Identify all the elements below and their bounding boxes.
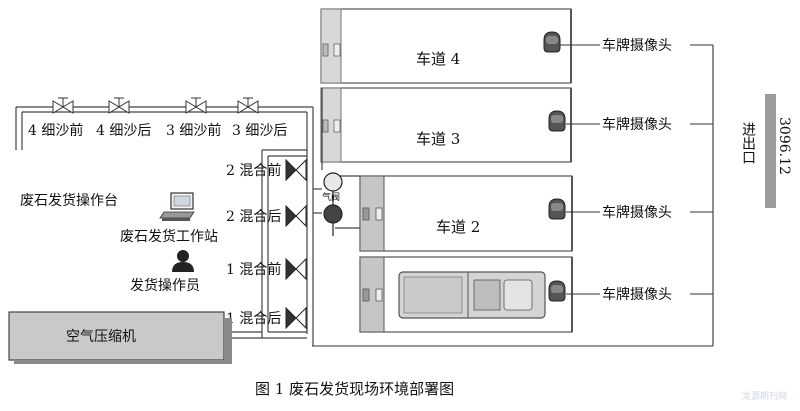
valve-label-3-sand-front: 3 细沙前: [166, 122, 221, 139]
valve-label-3-sand-back: 3 细沙后: [232, 123, 287, 139]
operator-label: 发货操作员: [130, 277, 200, 294]
lane-2: 车道 2: [359, 175, 573, 252]
valve-icon: [285, 306, 307, 330]
valve-icon: [285, 204, 307, 228]
station-title: 废石发货操作台: [20, 192, 118, 209]
camera-label-lane-4: 车牌摄像头: [602, 37, 672, 54]
valve-icon: [185, 97, 207, 114]
lane-4: 车道 4: [320, 8, 572, 84]
valve-label-4-sand-back: 4 细沙后: [96, 123, 151, 139]
lane-3-label: 车道 3: [416, 130, 460, 148]
valve-icon: [285, 257, 307, 281]
exit-code: 3096.12: [776, 117, 792, 175]
camera-wiring: [312, 44, 714, 347]
camera-icon: [548, 198, 566, 220]
camera-icon: [543, 31, 561, 53]
air-valve-label: 气阀: [322, 191, 340, 203]
computer-icon: [159, 192, 195, 221]
lane-2-label: 车道 2: [436, 218, 480, 236]
valve-icon: [52, 97, 74, 114]
valve-label-2-mix-front: 2 混合前: [226, 162, 281, 179]
camera-icon: [548, 280, 566, 302]
truck-icon: [398, 271, 546, 319]
air-compressor: [8, 311, 232, 364]
camera-label-lane-2: 车牌摄像头: [602, 204, 672, 221]
air-valve-icon: [323, 172, 343, 236]
lane-4-label: 车道 4: [416, 50, 460, 68]
valve-label-2-mix-back: 2 混合后: [226, 209, 281, 225]
valve-icon: [108, 97, 130, 114]
watermark: 龙源期刊网: [742, 390, 787, 402]
lane-1: [359, 256, 573, 333]
valve-label-1-mix-back: 1 混合后: [226, 311, 281, 327]
operator-icon: [172, 250, 194, 272]
camera-label-lane-3: 车牌摄像头: [602, 116, 672, 133]
camera-label-lane-1: 车牌摄像头: [602, 286, 672, 303]
exit-gate-bar: [765, 94, 776, 208]
figure-caption: 图 1 废石发货现场环境部署图: [255, 380, 454, 398]
lane-3: 车道 3: [320, 87, 572, 163]
valve-label-1-mix-front: 1 混合前: [226, 261, 281, 278]
valve-icon: [237, 97, 259, 114]
valve-label-4-sand-front: 4 细沙前: [28, 122, 83, 139]
valve-icon: [285, 158, 307, 182]
exit-label: 进出口: [740, 122, 756, 164]
camera-icon: [548, 110, 566, 132]
compressor-label: 空气压缩机: [66, 329, 136, 345]
workstation-label: 废石发货工作站: [120, 228, 218, 245]
